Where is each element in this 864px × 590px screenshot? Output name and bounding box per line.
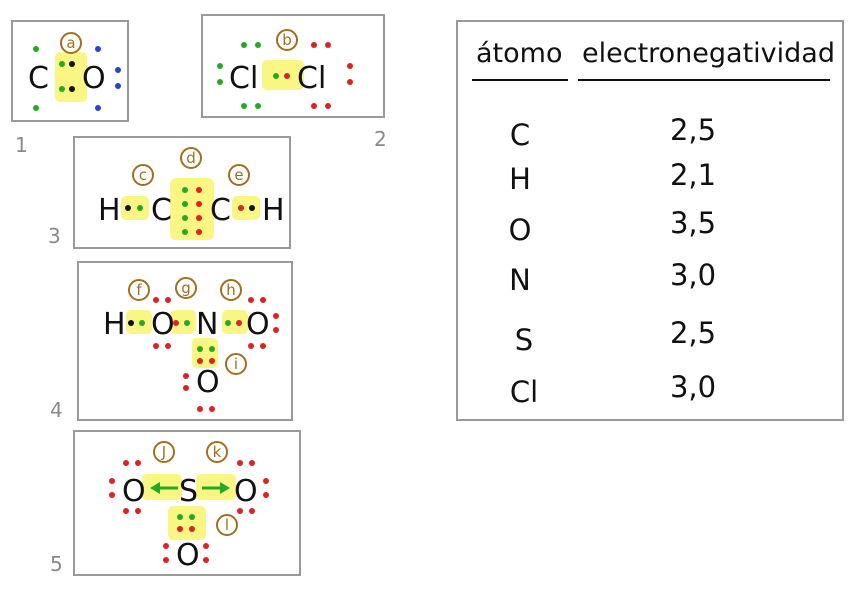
panel-number-3: 3 [48,224,61,248]
bond-highlight-f [126,310,152,334]
row-atom-n: N [509,263,531,297]
electron-dots-panel-2 [217,42,353,109]
panel-number-4: 4 [50,398,63,422]
header-electronegativity: electronegatividad [582,38,835,69]
label-circle-j [153,441,175,463]
label-circle-f [128,279,150,301]
bond-highlight-c [121,196,149,220]
bond-label-g: g [181,279,191,297]
atom-o-right: O [234,474,258,509]
atom-c-right: C [210,193,231,228]
atom-o: O [82,61,106,96]
label-circle-e [228,164,250,186]
bond-highlight-e [232,196,260,220]
row-atom-h: H [509,162,531,196]
bond-label-k: k [213,443,222,461]
bond-label-c: c [139,166,147,184]
bond-label-b: b [282,31,292,49]
atom-o-bottom: O [196,365,220,400]
bond-label-d: d [186,149,196,167]
label-circle-l [216,514,238,536]
label-circle-k [206,441,228,463]
atom-c: C [28,61,49,96]
atom-o-right: O [246,307,270,342]
panel-3: c d e H C C H 3 [48,136,291,249]
panel-number-5: 5 [50,552,63,576]
atom-o-left: O [151,307,175,342]
atom-o-bottom: O [176,538,200,573]
electron-dots-panel-1 [33,46,121,111]
row-value-o: 3,5 [670,206,716,240]
bond-highlight-b [262,60,304,90]
bond-label-l: l [225,516,229,534]
electron-dots-panel-3 [125,187,255,235]
panel-4: f g h i H O N O O 4 [50,261,293,422]
atom-h-left: H [98,193,121,228]
atom-o-left: O [122,474,146,509]
atom-s: S [179,474,198,509]
bond-highlight-g [170,310,196,334]
bond-highlight-i [192,338,218,368]
electron-dots-panel-4 [128,297,279,412]
bond-highlight-h [222,310,248,334]
panel-4-frame [77,261,293,421]
row-atom-s: S [515,323,533,357]
row-value-cl: 3,0 [670,370,716,404]
atom-cl-right: Cl [297,61,326,96]
bond-highlight-d [170,178,214,240]
atom-h-right: H [262,193,285,228]
coordinate-arrow-left [150,482,178,494]
atom-c-left: C [151,193,172,228]
bond-highlight-l [168,506,206,540]
header-atom: átomo [476,38,562,69]
label-circle-a [60,32,82,54]
label-circle-g [175,277,197,299]
coordinate-arrow-right [202,482,230,494]
atom-cl-left: Cl [229,61,258,96]
electronegativity-table: átomo electronegatividad C 2,5 H 2,1 O 3… [456,20,844,421]
row-atom-c: C [510,118,530,152]
row-atom-o: O [509,213,532,247]
panel-2: b Cl Cl 2 [201,14,387,151]
row-value-c: 2,5 [670,113,716,147]
table-frame [456,20,844,421]
panel-1: a C O 1 [11,20,129,157]
row-value-h: 2,1 [670,158,716,192]
label-circle-i [225,353,247,375]
row-atom-cl: Cl [510,375,538,409]
bond-label-j: J [161,443,166,461]
row-value-s: 2,5 [670,316,716,350]
electron-dots-panel-5 [109,460,269,563]
panel-number-2: 2 [374,127,387,151]
atom-h: H [103,307,126,342]
atom-n: N [196,307,218,342]
bond-label-i: i [234,355,238,373]
bond-label-f: f [136,281,142,299]
bond-label-a: a [66,34,75,52]
label-circle-h [220,279,242,301]
panel-5-frame [73,430,301,576]
row-value-n: 3,0 [670,258,716,292]
panel-number-1: 1 [15,133,28,157]
label-circle-d [180,147,202,169]
bond-label-e: e [234,166,243,184]
label-circle-c [132,164,154,186]
label-circle-b [276,29,298,51]
panel-5: J k l O S O O 5 [50,430,301,576]
bond-label-h: h [226,281,236,299]
